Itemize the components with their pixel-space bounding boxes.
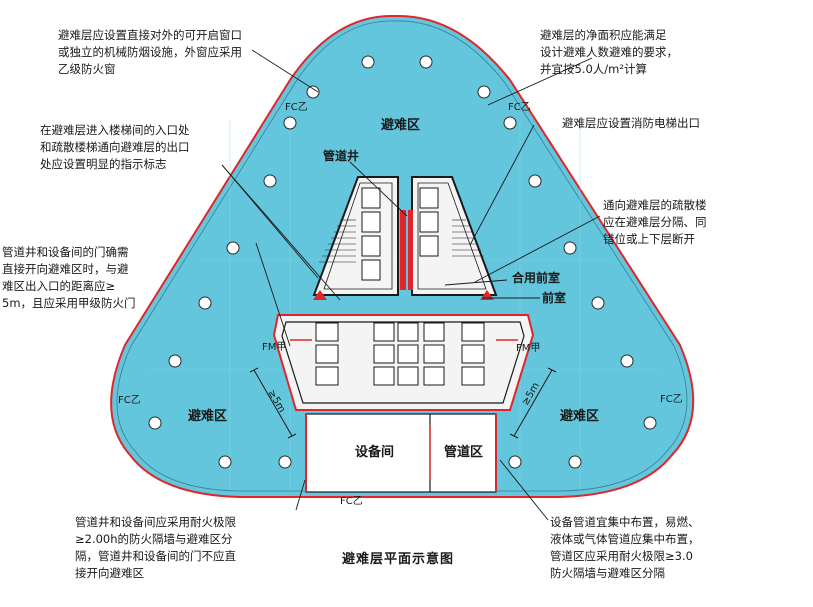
refuge-zone-left-label: 避难区 <box>188 408 227 424</box>
diagram-title: 避难层平面示意图 <box>342 552 455 567</box>
fc-label-bottom: FC乙 <box>340 495 363 507</box>
shared-anteroom-label: 合用前室 <box>512 270 560 285</box>
note-stair-separation: 通向避难层的疏散楼 应在避难层分隔、同 错位或上下层断开 <box>603 198 707 246</box>
anteroom-label: 前室 <box>542 290 566 305</box>
upper-left-stair-core <box>312 176 406 296</box>
leader-lines <box>221 49 601 521</box>
note-fire-elevator-exit: 避难层应设置消防电梯出口 <box>562 116 700 130</box>
dimension-lines <box>249 367 557 439</box>
note-window-requirement: 避难层应设置直接对外的可开启窗口 或独立的机械防烟设施，外窗应采用 乙级防火窗 <box>58 28 242 76</box>
equipment-and-pipe-rooms <box>305 413 497 493</box>
central-elevator-core <box>272 314 535 411</box>
upper-right-stair-core <box>408 176 498 296</box>
note-net-area-requirement: 避难层的净面积应能满足 设计避难人数避难的要求， 并宜按5.0人/m²计算 <box>540 28 678 76</box>
note-exit-signage: 在避难层进入楼梯间的入口处 和疏散楼梯通向避难层的出口 处应设置明显的指示标志 <box>40 123 190 171</box>
equipment-room-label: 设备间 <box>355 444 394 460</box>
pipe-zone-label: 管道区 <box>444 444 483 460</box>
fc-label-right: FC乙 <box>660 393 683 405</box>
note-pipe-zone-partition: 设备管道宜集中布置，易燃、 液体或气体管道应集中布置， 管道区应采用耐火极限≥3… <box>550 515 700 580</box>
fm-label-left: FM甲 <box>262 342 286 353</box>
refuge-zone-top-label: 避难区 <box>381 117 420 133</box>
pipe-shaft-label: 管道井 <box>323 148 359 163</box>
exit-sign-marker <box>480 290 494 300</box>
note-shaft-partition: 管道井和设备间应采用耐火极限 ≥2.00h的防火隔墙与避难区分 隔，管道井和设备… <box>75 515 236 580</box>
fm-label-right: FM甲 <box>516 343 540 354</box>
exit-sign-marker <box>313 290 327 300</box>
fc-label-top-left: FC乙 <box>285 101 308 113</box>
fc-label-left: FC乙 <box>118 394 141 406</box>
fc-label-top-right: FC乙 <box>508 101 531 113</box>
refuge-zone-right-label: 避难区 <box>560 408 599 424</box>
note-door-distance: 管道井和设备间的门确需 直接开向避难区时，与避 难区出入口的距离应≥ 5m，且应… <box>2 245 136 310</box>
perimeter-columns <box>148 55 657 469</box>
